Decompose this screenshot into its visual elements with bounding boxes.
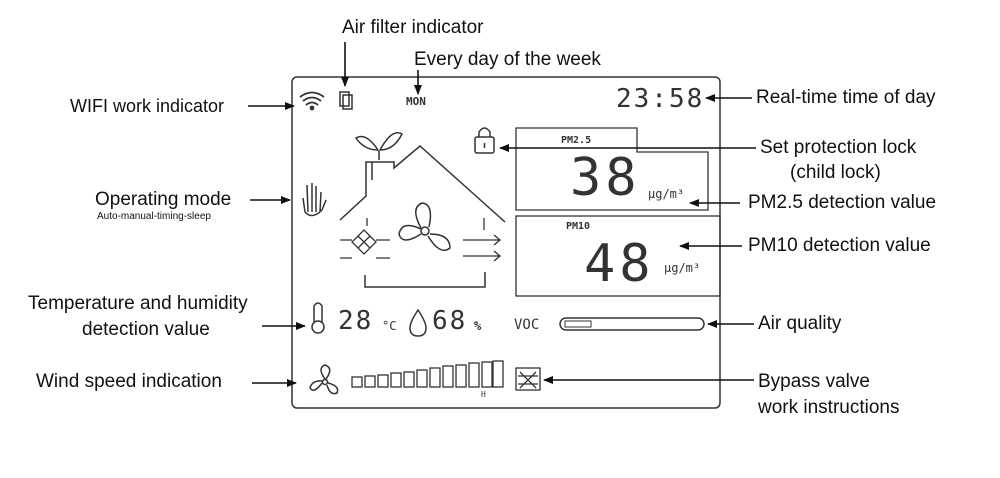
pm25-callout: PM2.5 detection value bbox=[748, 192, 937, 213]
pm10-reading: 48 bbox=[584, 234, 655, 294]
pm25-title: PM2.5 bbox=[561, 135, 592, 146]
operating-mode-callout: Operating mode bbox=[95, 189, 232, 210]
realtime-callout: Real-time time of day bbox=[756, 87, 936, 108]
thermometer-icon bbox=[311, 302, 325, 334]
lcd-panel bbox=[291, 76, 721, 409]
operating-mode-sub-callout: Auto-manual-timing-sleep bbox=[97, 211, 211, 222]
bypass-instructions-callout: work instructions bbox=[758, 397, 900, 418]
clock-readout: 23:58 bbox=[616, 84, 705, 114]
pm25-unit: μg/m³ bbox=[648, 187, 685, 201]
temp-hum-callout: Temperature and humidity bbox=[28, 293, 248, 314]
voc-bar bbox=[559, 317, 705, 331]
hand-icon bbox=[302, 183, 327, 217]
pm25-box bbox=[515, 127, 709, 211]
airflow-arrows-icon bbox=[463, 218, 502, 262]
pm10-callout: PM10 detection value bbox=[748, 235, 931, 256]
droplet-icon bbox=[409, 308, 427, 337]
pm10-unit: μg/m³ bbox=[664, 261, 701, 275]
temperature-reading: 28 bbox=[338, 306, 374, 336]
leader-lines bbox=[248, 42, 756, 387]
leaf-icon bbox=[354, 132, 403, 160]
wind-speed-callout: Wind speed indication bbox=[36, 371, 222, 392]
humidity-reading: 68 bbox=[432, 306, 468, 336]
detection-value-callout: detection value bbox=[82, 319, 210, 340]
wind-fan-icon bbox=[309, 364, 339, 395]
day-of-week-callout: Every day of the week bbox=[414, 49, 601, 70]
filter-icon bbox=[339, 91, 353, 110]
wind-speed-bars bbox=[351, 360, 504, 388]
temperature-unit: °C bbox=[382, 319, 397, 333]
day-of-week-readout: MON bbox=[406, 95, 426, 108]
pm10-box bbox=[515, 215, 721, 297]
house-icon bbox=[339, 145, 506, 288]
pm25-reading: 38 bbox=[570, 148, 641, 208]
air-filter-callout: Air filter indicator bbox=[342, 17, 484, 38]
protection-lock-callout: Set protection lock bbox=[760, 137, 917, 158]
pm10-title: PM10 bbox=[566, 221, 591, 232]
air-quality-callout: Air quality bbox=[758, 313, 842, 334]
humidity-unit: % bbox=[474, 319, 482, 333]
voc-bar-end bbox=[564, 320, 592, 328]
bypass-valve-callout: Bypass valve bbox=[758, 371, 870, 392]
bypass-valve-icon bbox=[515, 367, 541, 391]
wifi-callout: WIFI work indicator bbox=[70, 96, 225, 116]
wind-mark: H bbox=[481, 390, 486, 399]
voc-label: VOC bbox=[514, 317, 540, 333]
fan-icon bbox=[398, 202, 451, 251]
exchanger-icon bbox=[340, 218, 390, 259]
wifi-icon bbox=[299, 91, 325, 111]
child-lock-callout: (child lock) bbox=[790, 162, 881, 183]
lock-icon bbox=[474, 127, 495, 154]
